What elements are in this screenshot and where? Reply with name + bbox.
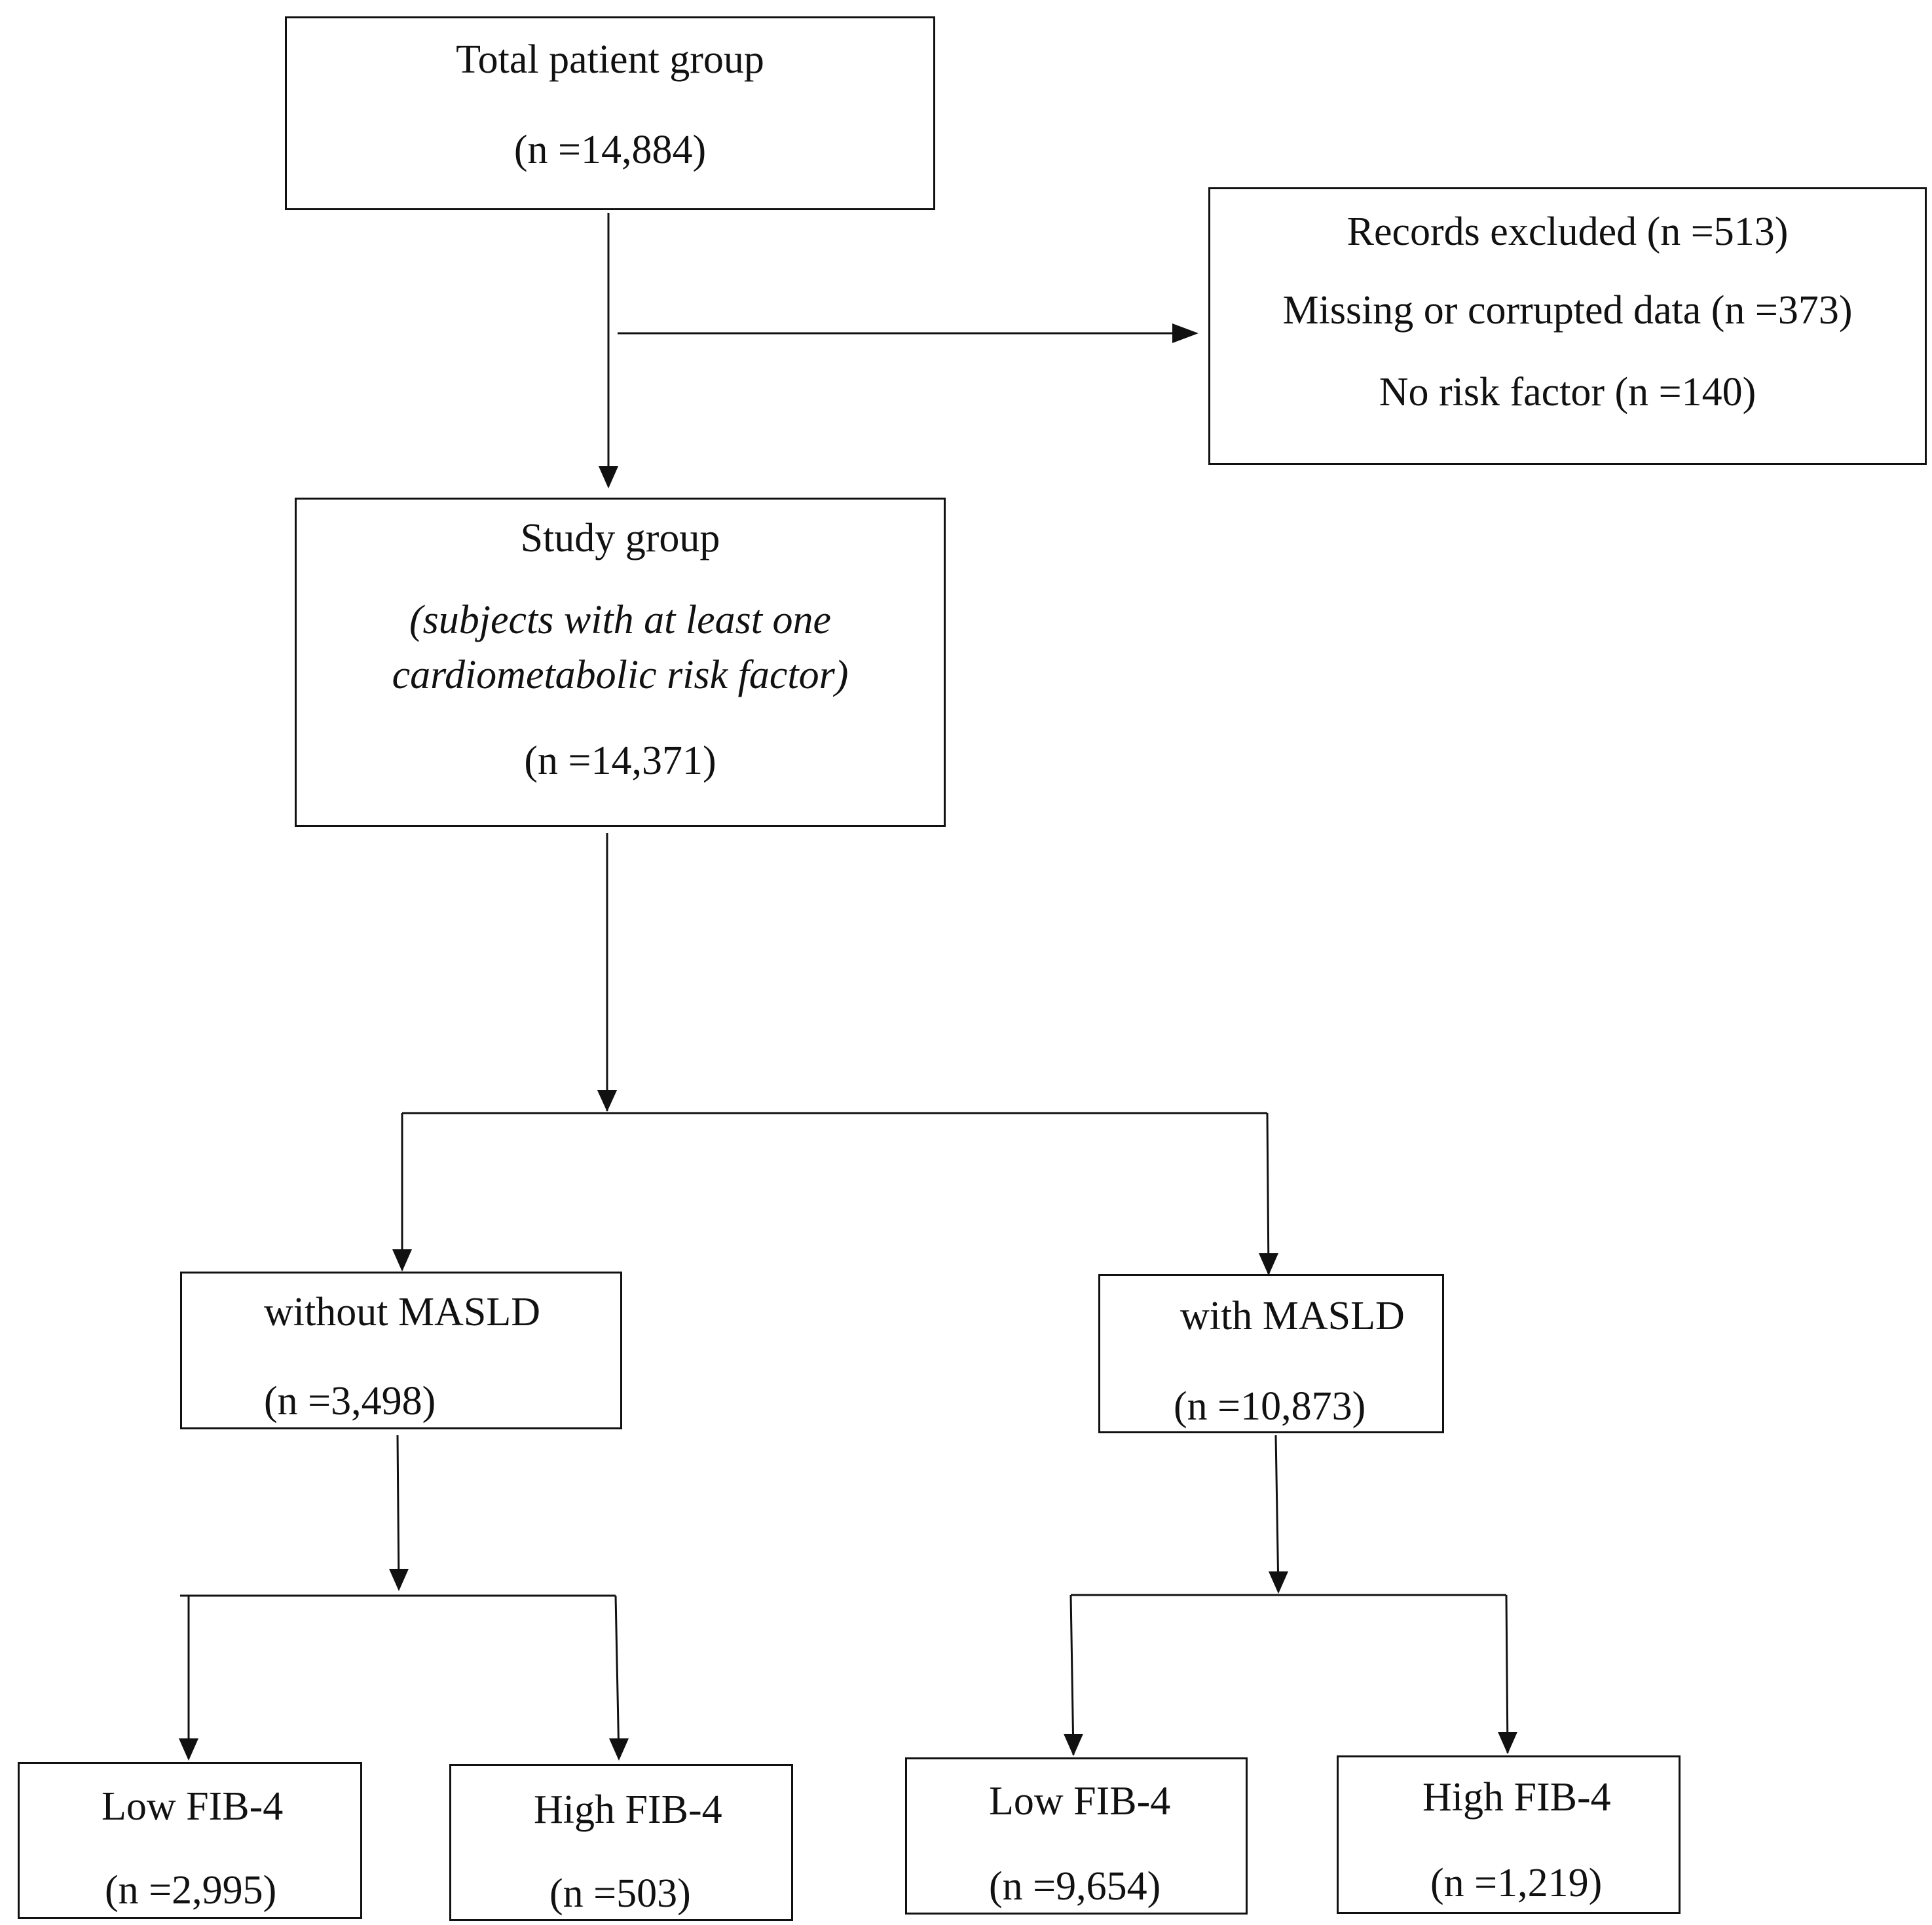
branch-with-masld-head: [1259, 1253, 1278, 1275]
with-high-fib4-count: (n =1,219): [1430, 1861, 1603, 1905]
total-count: (n =14,884): [513, 128, 707, 172]
branch-wo-low-head: [179, 1738, 198, 1761]
branch-without-masld-head: [392, 1249, 412, 1272]
branch-w-low: [1069, 1594, 1075, 1755]
without-low-fib4-count: (n =2,995): [105, 1868, 277, 1913]
without-high-fib4-box: High FIB-4 (n =503): [449, 1764, 793, 1921]
branch-wo-high-head: [609, 1738, 629, 1761]
branch-w-high-head: [1498, 1732, 1517, 1754]
without-masld-box: without MASLD (n =3,498): [180, 1272, 622, 1429]
with-low-fib4-box: Low FIB-4 (n =9,654): [905, 1757, 1248, 1915]
excluded-missing: Missing or corrupted data (n =373): [1282, 288, 1853, 333]
with-masld-box: with MASLD (n =10,873): [1098, 1274, 1444, 1433]
study-title: Study group: [520, 516, 720, 560]
study-group-box: Study group (subjects with at least one …: [295, 498, 946, 827]
branch-w-low-head: [1064, 1734, 1083, 1756]
with-low-fib4-title: Low FIB-4: [989, 1779, 1171, 1824]
excluded-no-risk: No risk factor (n =140): [1379, 370, 1756, 414]
without-low-fib4-title: Low FIB-4: [102, 1784, 284, 1829]
arrow-without-to-split: [396, 1435, 400, 1590]
excluded-box: Records excluded (n =513) Missing or cor…: [1208, 187, 1927, 465]
without-masld-title: without MASLD: [264, 1290, 540, 1334]
total-patient-box: Total patient group (n =14,884): [285, 16, 935, 210]
study-description-line1: (subjects with at least one: [409, 598, 832, 642]
branch-wo-high: [614, 1595, 620, 1759]
with-masld-count: (n =10,873): [1174, 1384, 1366, 1429]
without-low-fib4-box: Low FIB-4 (n =2,995): [18, 1762, 362, 1919]
with-low-fib4-count: (n =9,654): [989, 1864, 1161, 1909]
study-count: (n =14,371): [524, 739, 716, 783]
arrow-without-to-split-head: [389, 1569, 409, 1591]
without-masld-count: (n =3,498): [264, 1379, 436, 1423]
branch-with-masld: [1266, 1112, 1270, 1275]
arrow-with-to-split: [1274, 1435, 1280, 1592]
excluded-title: Records excluded (n =513): [1347, 210, 1789, 254]
with-high-fib4-box: High FIB-4 (n =1,219): [1337, 1755, 1681, 1914]
with-high-fib4-title: High FIB-4: [1422, 1775, 1611, 1820]
without-high-fib4-count: (n =503): [549, 1871, 691, 1916]
arrow-total-to-study-head: [599, 466, 618, 488]
arrow-to-excluded-head: [1172, 323, 1198, 343]
total-title: Total patient group: [456, 37, 764, 82]
study-description-line2: cardiometabolic risk factor): [392, 653, 849, 697]
branch-w-high: [1505, 1594, 1509, 1753]
arrow-with-to-split-head: [1269, 1571, 1288, 1594]
without-high-fib4-title: High FIB-4: [534, 1788, 722, 1832]
with-masld-title: with MASLD: [1180, 1294, 1405, 1338]
arrow-study-to-split-head: [597, 1090, 617, 1112]
